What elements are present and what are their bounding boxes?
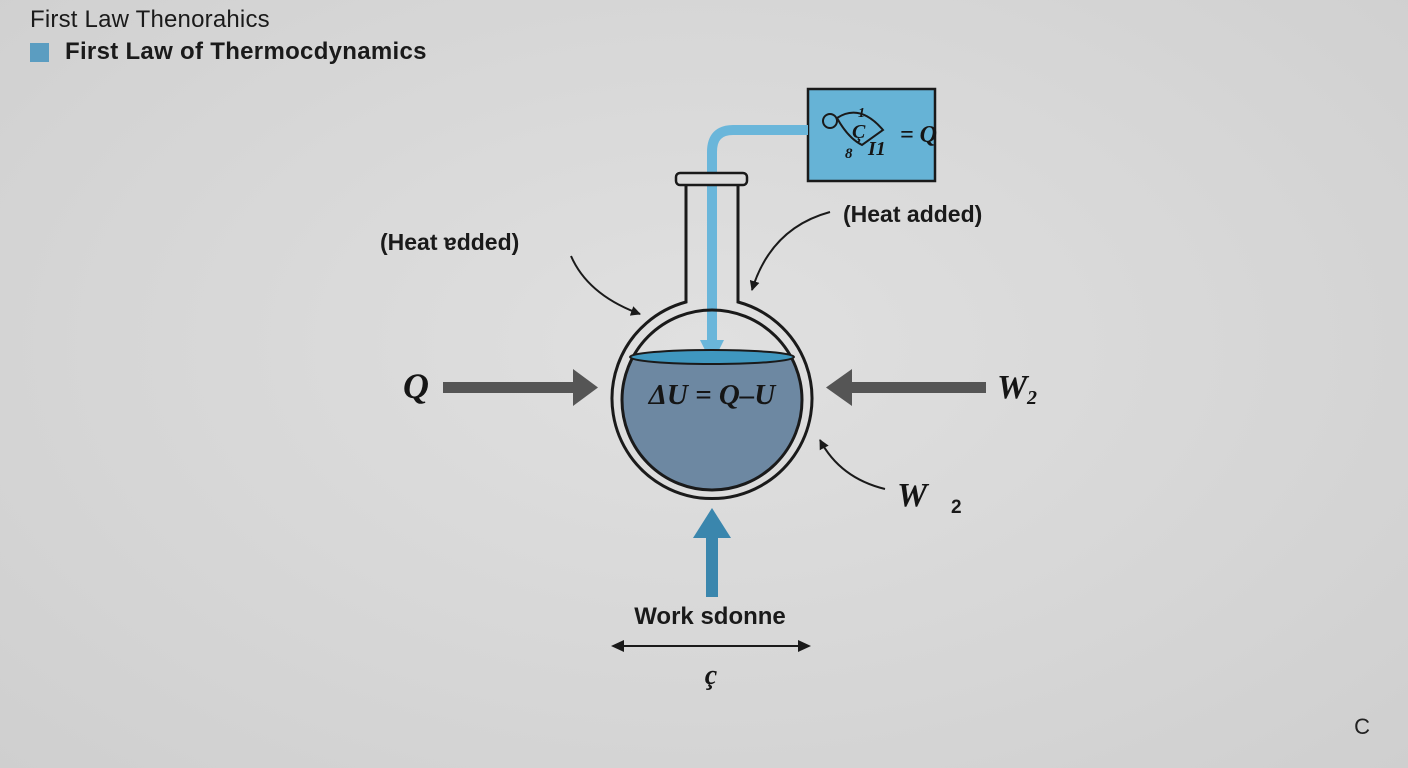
page-title: First Law Thenorahics [30, 6, 270, 33]
heat-added-right-label: (Heat added) [843, 201, 982, 227]
legend-label: First Law of Thermocdynamics [65, 38, 427, 65]
box-eq-sup: 1 [858, 106, 865, 121]
heat-q-label: Q [403, 366, 429, 406]
dimension-symbol: ç [705, 660, 718, 691]
feed-tube [707, 125, 808, 356]
box-eq-rhs: = Q [900, 122, 937, 148]
work-done-label: Work sdonne [634, 603, 786, 630]
box-eq-sub-a: 8 [845, 146, 853, 162]
corner-mark: C [1354, 714, 1370, 739]
triangle-glyph-icon [836, 111, 885, 147]
heat-input-arrow [443, 369, 598, 406]
work-bottom-w-subscript: 2 [951, 497, 962, 518]
heat-added-left-label: (Heat ɐdded) [380, 229, 519, 255]
internal-energy-equation: ΔU = Q–U [648, 379, 778, 411]
work-w-subscript: 2 [1026, 387, 1037, 409]
legend-swatch [30, 42, 49, 62]
dimension-line [611, 640, 811, 652]
flask [610, 171, 814, 501]
circle-icon [822, 113, 838, 129]
work-pointer [819, 439, 886, 490]
box-eq-glyph: Ç [852, 121, 866, 143]
legend: First Law of Thermocdynamics [30, 38, 427, 66]
work-done-arrow [693, 508, 731, 597]
work-bottom-w-label: W [897, 477, 930, 514]
equation-box: 1 Ç 8 I1 = Q [806, 87, 937, 183]
box-eq-sub-b: I1 [867, 138, 886, 160]
right-heat-pointer [749, 211, 831, 291]
left-heat-pointer [570, 255, 641, 316]
work-input-arrow [826, 369, 986, 406]
work-w-label: W [997, 369, 1030, 406]
